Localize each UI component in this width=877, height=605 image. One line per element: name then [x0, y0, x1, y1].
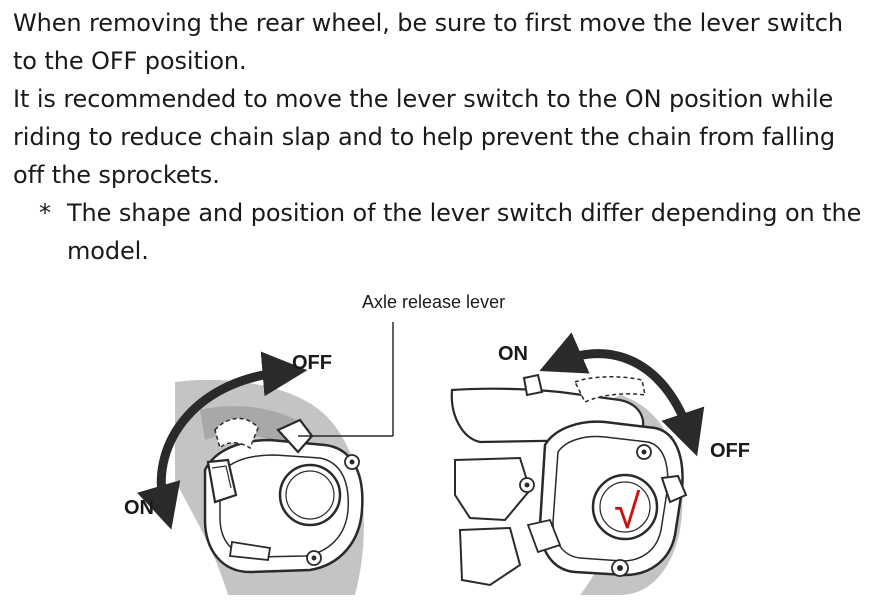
left-derailleur-illustration — [137, 351, 364, 595]
instruction-paragraph-1: When removing the rear wheel, be sure to… — [13, 9, 844, 75]
model-note: * The shape and position of the lever sw… — [13, 194, 868, 270]
instructions-text: When removing the rear wheel, be sure to… — [13, 4, 868, 270]
note-marker: * — [39, 199, 51, 227]
callout-axle-release-lever: Axle release lever — [362, 292, 505, 312]
right-derailleur-illustration: √ — [450, 332, 705, 595]
label-right-off: OFF — [710, 440, 750, 462]
callout-leader — [298, 322, 394, 437]
label-right-on: ON — [498, 343, 528, 365]
label-left-on: ON — [124, 497, 154, 519]
note-text: The shape and position of the lever swit… — [67, 199, 862, 265]
red-check-mark: √ — [614, 486, 641, 539]
label-left-off: OFF — [292, 352, 332, 374]
derailleur-figure: Axle release lever OFF ON √ ON — [0, 280, 877, 605]
instruction-paragraph-2: It is recommended to move the lever swit… — [13, 85, 836, 189]
